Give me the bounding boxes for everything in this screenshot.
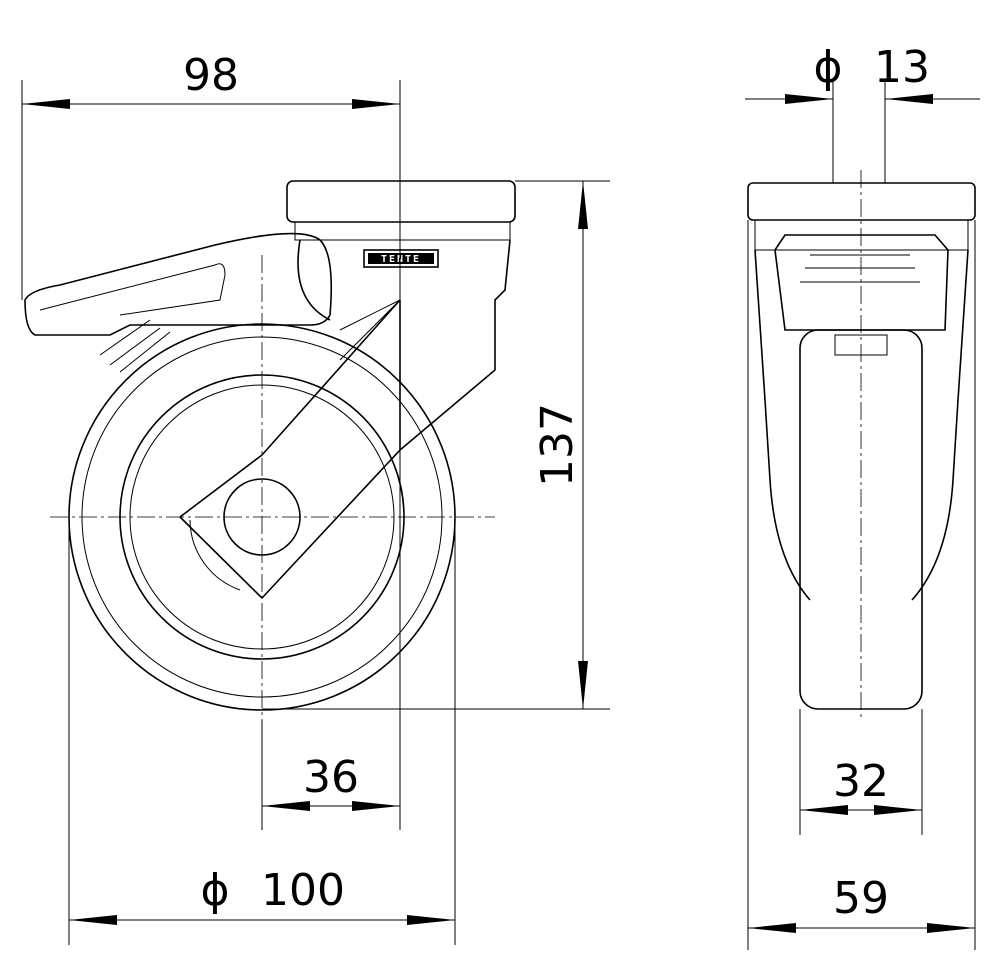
dimension-59: 59 [747,220,976,950]
diameter-symbol: ϕ [813,42,842,93]
brake-pedal [24,232,333,373]
dimension-36: 36 [261,720,400,830]
dimension-137: 137 [262,180,610,710]
swivel-housing [261,180,516,599]
dimension-label: 137 [532,403,583,487]
logo-badge: TENTE [363,249,439,268]
top-plate [286,180,516,223]
dimension-label: 36 [303,752,359,803]
dimension-label: 59 [833,873,889,924]
side-view: TENTE [24,80,516,830]
svg-text:TENTE: TENTE [381,254,421,265]
top-plate-front [747,182,976,221]
dimension-label: 32 [833,756,889,807]
dimension-label: 13 [874,42,930,93]
diameter-symbol: ϕ [200,865,229,916]
dimension-diameter-100: ϕ 100 [68,517,456,945]
dimension-label: 100 [261,865,345,916]
dimension-label: 98 [183,50,239,101]
dimension-32: 32 [799,709,923,835]
center-lines [50,80,495,830]
dimension-diameter-13: ϕ 13 [745,42,980,104]
dimension-98: 98 [21,50,400,300]
front-view [747,80,976,720]
brake-pedal-front [774,234,949,331]
